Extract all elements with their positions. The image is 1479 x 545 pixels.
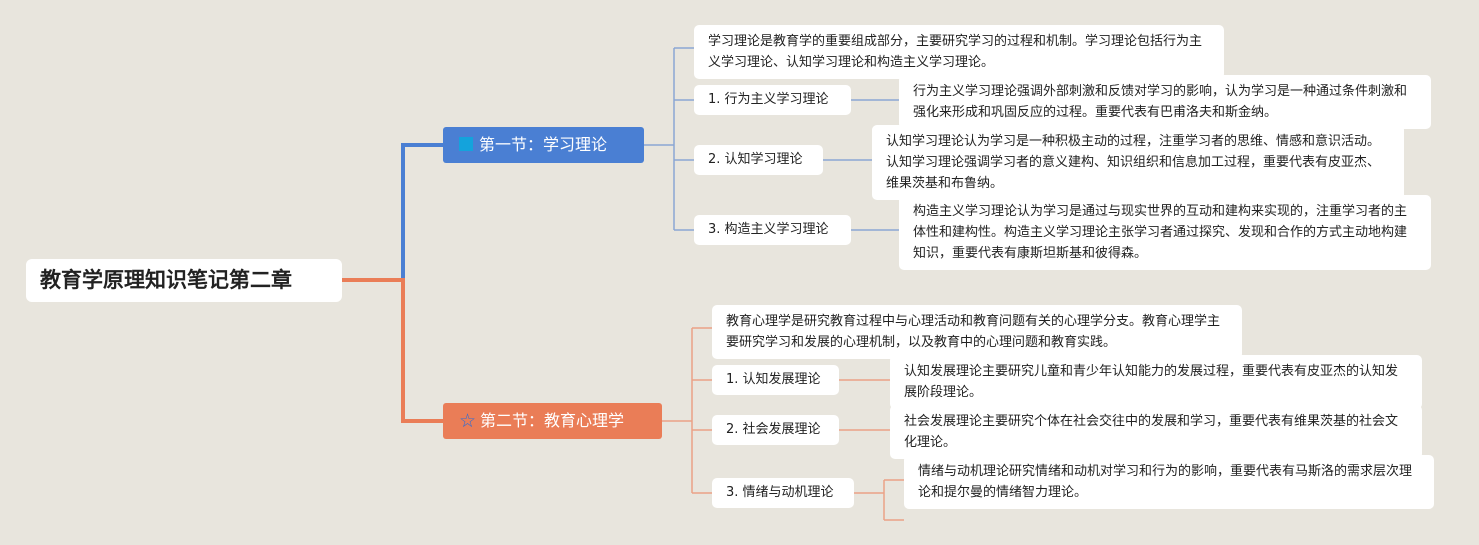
section1-intro[interactable]: 学习理论是教育学的重要组成部分，主要研究学习的过程和机制。学习理论包括行为主义学…	[694, 25, 1224, 79]
section1-detail-cognitive[interactable]: 认知学习理论认为学习是一种积极主动的过程，注重学习者的思维、情感和意识活动。认知…	[872, 125, 1404, 200]
section1-detail-constructivism[interactable]: 构造主义学习理论认为学习是通过与现实世界的互动和建构来实现的，注重学习者的主体性…	[899, 195, 1431, 270]
section2-detail-emotion-motivation[interactable]: 情绪与动机理论研究情绪和动机对学习和行为的影响，重要代表有马斯洛的需求层次理论和…	[904, 455, 1434, 509]
section1-item-constructivism[interactable]: 3. 构造主义学习理论	[694, 215, 851, 245]
section2-title: 第二节：教育心理学	[480, 411, 625, 430]
section2-detail-cognitive-dev[interactable]: 认知发展理论主要研究儿童和青少年认知能力的发展过程，重要代表有皮亚杰的认知发展阶…	[890, 355, 1422, 409]
star-icon: ☆	[459, 410, 477, 432]
section2-item-social-dev[interactable]: 2. 社会发展理论	[712, 415, 839, 445]
section1-detail-behaviorism[interactable]: 行为主义学习理论强调外部刺激和反馈对学习的影响，认为学习是一种通过条件刺激和强化…	[899, 75, 1431, 129]
section1-title: 第一节：学习理论	[479, 135, 608, 154]
branch-line-section2	[342, 278, 443, 423]
section1-topic[interactable]: 第一节：学习理论	[443, 127, 644, 163]
section1-item-behaviorism[interactable]: 1. 行为主义学习理论	[694, 85, 851, 115]
section2-item-emotion-motivation[interactable]: 3. 情绪与动机理论	[712, 478, 854, 508]
section2-topic[interactable]: ☆第二节：教育心理学	[443, 403, 662, 439]
square-icon	[459, 137, 473, 151]
root-topic[interactable]: 教育学原理知识笔记第二章	[26, 259, 342, 302]
section2-item-cognitive-dev[interactable]: 1. 认知发展理论	[712, 365, 839, 395]
section2-sub-lines	[662, 327, 904, 521]
section2-intro[interactable]: 教育心理学是研究教育过程中与心理活动和教育问题有关的心理学分支。教育心理学主要研…	[712, 305, 1242, 359]
section2-detail-social-dev[interactable]: 社会发展理论主要研究个体在社会交往中的发展和学习，重要代表有维果茨基的社会文化理…	[890, 405, 1422, 459]
section1-sub-lines	[644, 47, 899, 231]
branch-line-section1	[342, 143, 443, 282]
section1-item-cognitive[interactable]: 2. 认知学习理论	[694, 145, 823, 175]
